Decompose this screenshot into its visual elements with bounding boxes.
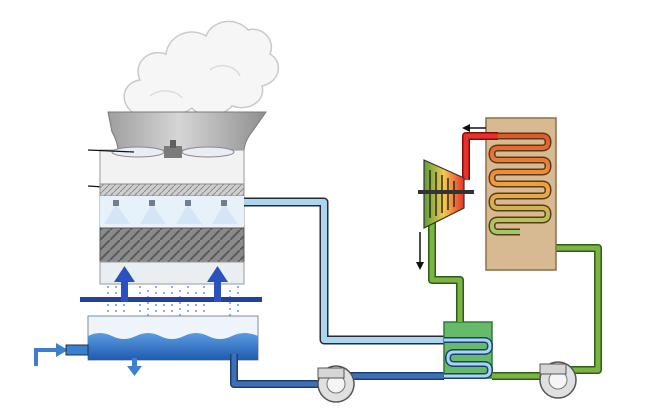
blowdown-outlet bbox=[132, 358, 137, 368]
air-inlet-arrows bbox=[114, 266, 228, 302]
exhaust-flow-arrow-icon bbox=[416, 232, 424, 270]
fan bbox=[111, 140, 235, 158]
cold-water-basin bbox=[87, 315, 259, 361]
fill-media bbox=[99, 227, 245, 263]
drift-eliminator bbox=[99, 183, 245, 197]
feed-pump bbox=[539, 361, 577, 399]
cool-water-supply-pipe bbox=[244, 197, 444, 345]
makeup-water-inlet bbox=[34, 348, 58, 366]
fan-stack bbox=[107, 111, 267, 153]
fan-pointer-line bbox=[87, 149, 135, 153]
air-inlet-bar bbox=[80, 297, 262, 302]
turbine bbox=[418, 159, 474, 229]
condenser bbox=[443, 321, 494, 379]
fill-media-lower bbox=[99, 261, 245, 285]
spray-nozzles bbox=[100, 196, 244, 226]
blowdown-arrow-icon bbox=[127, 366, 142, 376]
steam-plume bbox=[123, 20, 280, 119]
turbine-exhaust-pipe bbox=[428, 210, 464, 322]
makeup-water-pipe bbox=[65, 344, 89, 356]
condenser-water-pump bbox=[317, 365, 355, 403]
boiler-heat-exchanger bbox=[485, 117, 557, 271]
steam-flow-arrow-icon bbox=[462, 124, 486, 132]
makeup-water-arrow-icon bbox=[56, 343, 68, 357]
